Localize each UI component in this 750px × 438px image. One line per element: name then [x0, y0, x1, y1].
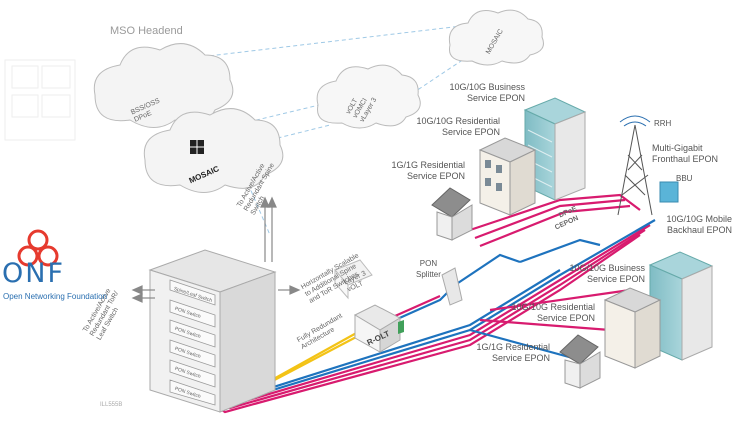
backhaul-label: 10G/10G Mobile Backhaul EPON [666, 214, 732, 235]
onf-logo-word: ONF [2, 258, 65, 289]
building-residential-10g-bottom [603, 287, 662, 369]
service-residential-10g-bottom: 10G/10G Residential Service EPON [511, 302, 595, 323]
service-business-top: 10G/10G Business Service EPON [449, 82, 525, 103]
mosaic-cloud-left [143, 108, 284, 193]
rolt-device [353, 304, 404, 353]
bbu-label: BBU [676, 174, 693, 183]
volt-box [334, 259, 373, 300]
bss-cloud [93, 43, 234, 128]
cell-tower [617, 115, 679, 216]
pon-splitter-label: PON Splitter [416, 259, 441, 279]
onf-tagline: Open Networking Foundation [3, 292, 108, 301]
service-residential-10g-top: 10G/10G Residential Service EPON [416, 116, 500, 137]
house-1g-top [431, 187, 473, 241]
headend-title: MSO Headend [110, 25, 183, 37]
service-residential-1g-top: 1G/1G Residential Service EPON [391, 160, 465, 181]
illustration-id: ILL555B [100, 402, 123, 408]
service-residential-1g-bottom: 1G/1G Residential Service EPON [476, 342, 550, 363]
switch-rack [148, 249, 277, 413]
house-1g-bottom [559, 334, 601, 389]
pon-splitter [441, 267, 463, 306]
background-panels [4, 59, 76, 141]
rrh-label: RRH [654, 119, 672, 128]
service-business-bottom: 10G/10G Business Service EPON [569, 263, 645, 284]
building-residential-10g-top [478, 137, 537, 216]
arrows [131, 196, 301, 303]
mosaic-cloud-top [448, 9, 544, 66]
vnf-cloud [316, 64, 421, 129]
onf-logo-rings [17, 229, 59, 267]
fronthaul-label: Multi-Gigabit Fronthaul EPON [652, 143, 719, 164]
